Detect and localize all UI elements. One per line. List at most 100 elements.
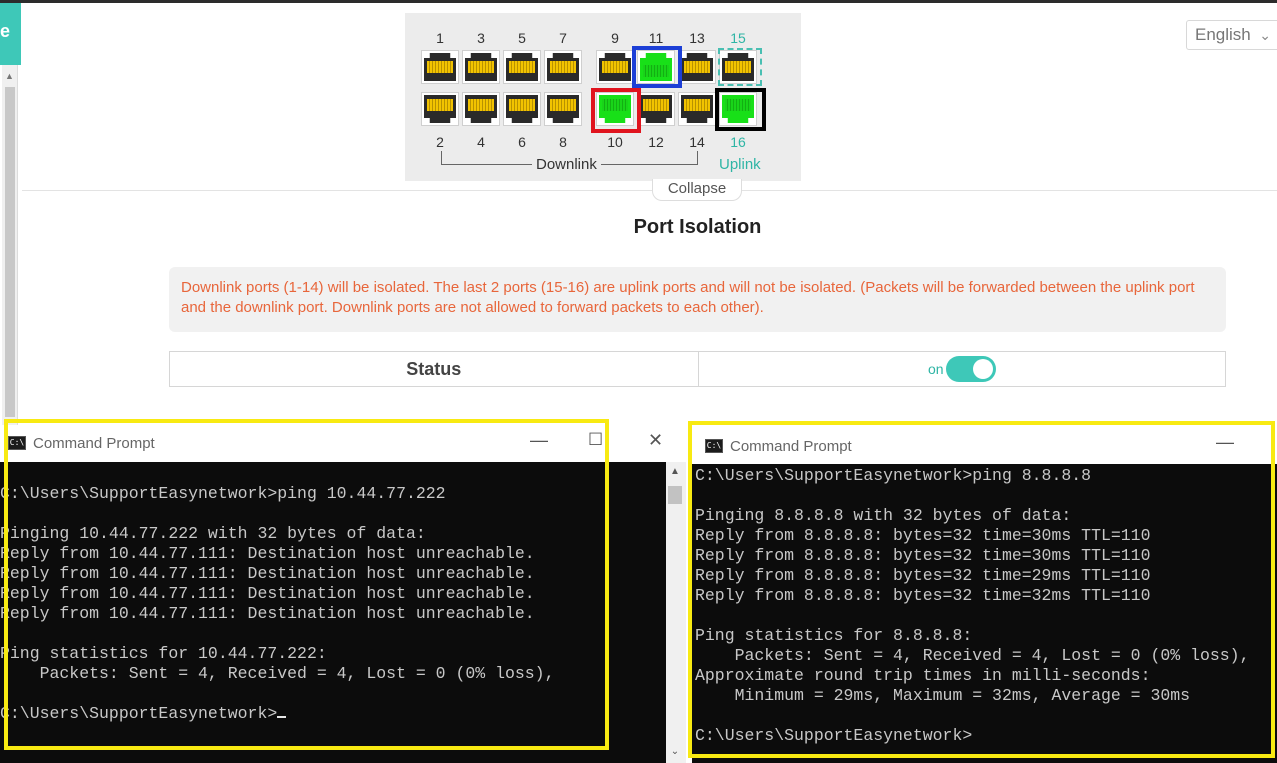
port-13[interactable]	[678, 50, 716, 84]
jack-pins	[602, 61, 628, 73]
minimize-icon[interactable]: —	[1216, 432, 1234, 452]
port-12[interactable]	[637, 92, 675, 126]
port-number-9: 9	[611, 30, 619, 46]
jack-pins	[509, 99, 535, 111]
port-11-highlight	[632, 46, 682, 88]
port-14[interactable]	[678, 92, 716, 126]
cmd-output-right[interactable]: C:\Users\SupportEasynetwork>ping 8.8.8.8…	[695, 466, 1250, 746]
cmd-line: Reply from 10.44.77.111: Destination hos…	[0, 544, 535, 563]
port-number-3: 3	[477, 30, 485, 46]
cmd-line: Reply from 8.8.8.8: bytes=32 time=32ms T…	[695, 586, 1151, 605]
port-7[interactable]	[544, 50, 582, 84]
cmd-line: Approximate round trip times in milli-se…	[695, 666, 1151, 685]
port-1[interactable]	[421, 50, 459, 84]
port-10-highlight	[591, 88, 641, 133]
jack-pins	[550, 99, 576, 111]
toggle-on-text: on	[927, 361, 944, 377]
cmd-window-right[interactable]: C:\ Command Prompt — C:\Users\SupportEas…	[692, 426, 1277, 763]
port-15[interactable]	[719, 50, 757, 84]
scroll-up-arrow-icon[interactable]: ▲	[5, 71, 14, 81]
cmd-line: Reply from 8.8.8.8: bytes=32 time=29ms T…	[695, 566, 1151, 585]
port-number-2: 2	[436, 134, 444, 150]
port-10[interactable]	[596, 92, 634, 126]
minimize-icon[interactable]: —	[530, 430, 548, 450]
cmd-scrollbar-left[interactable]: ▲ ⌄	[666, 462, 686, 763]
jack-pins	[643, 65, 669, 77]
scroll-up-icon[interactable]: ▲	[670, 466, 680, 477]
cmd-line: Minimum = 29ms, Maximum = 32ms, Average …	[695, 686, 1191, 705]
cmd-line: C:\Users\SupportEasynetwork>	[0, 704, 555, 724]
cmd-line: C:\Users\SupportEasynetwork>	[695, 726, 973, 745]
cmd-titlebar-right[interactable]: C:\ Command Prompt —	[692, 426, 1277, 464]
jack-pins	[427, 61, 453, 73]
left-highlight-frame	[4, 419, 609, 750]
language-value: English	[1195, 25, 1251, 44]
port-number-6: 6	[518, 134, 526, 150]
port-16[interactable]	[719, 92, 757, 126]
port-16-highlight	[715, 88, 766, 131]
jack-pins	[509, 61, 535, 73]
scrollbar-thumb[interactable]	[5, 87, 15, 417]
cmd-line: C:\Users\SupportEasynetwork>ping 10.44.7…	[0, 484, 446, 503]
port-3[interactable]	[462, 50, 500, 84]
cmd-scroll-thumb[interactable]	[668, 486, 682, 504]
jack-pins	[468, 61, 494, 73]
port-6[interactable]	[503, 92, 541, 126]
cmd-line: Reply from 8.8.8.8: bytes=32 time=30ms T…	[695, 526, 1151, 545]
section-divider	[22, 190, 1277, 191]
port-number-11: 11	[648, 30, 664, 46]
port-5[interactable]	[503, 50, 541, 84]
port-11[interactable]	[637, 50, 675, 84]
isolation-notice: Downlink ports (1-14) will be isolated. …	[169, 267, 1226, 332]
collapse-button[interactable]: Collapse	[652, 179, 742, 201]
jack-pins	[684, 61, 710, 73]
port-number-16: 16	[730, 134, 746, 150]
port-number-12: 12	[648, 134, 664, 150]
cmd-titlebar-left[interactable]: C:\ Command Prompt — ☐ ✕	[0, 426, 686, 462]
cmd-app-icon: C:\	[8, 436, 26, 450]
port-number-14: 14	[689, 134, 705, 150]
cmd-window-left[interactable]: C:\ Command Prompt — ☐ ✕ C:\Users\Suppor…	[0, 426, 686, 763]
status-table: Status on	[169, 351, 1226, 387]
cmd-line: Ping statistics for 10.44.77.222:	[0, 644, 327, 663]
port-number-7: 7	[559, 30, 567, 46]
jack-pins	[602, 99, 628, 111]
port-9[interactable]	[596, 50, 634, 84]
scroll-down-icon[interactable]: ⌄	[670, 746, 680, 757]
close-icon[interactable]: ✕	[648, 430, 664, 450]
port-number-10: 10	[607, 134, 623, 150]
port-2[interactable]	[421, 92, 459, 126]
brand-logo[interactable]: e	[0, 3, 21, 65]
cmd-line: Pinging 8.8.8.8 with 32 bytes of data:	[695, 506, 1072, 525]
status-label: Status	[406, 358, 462, 379]
jack-pins	[725, 61, 751, 73]
port-number-13: 13	[689, 30, 705, 46]
cmd-line: Ping statistics for 8.8.8.8:	[695, 626, 973, 645]
port-number-8: 8	[559, 134, 567, 150]
port-isolation-toggle[interactable]	[945, 356, 996, 382]
status-toggle-wrap[interactable]: on	[928, 356, 996, 382]
chevron-down-icon: ⌄	[1259, 27, 1271, 43]
cmd-line: Packets: Sent = 4, Received = 4, Lost = …	[695, 646, 1250, 665]
text-cursor	[277, 716, 287, 718]
port-4[interactable]	[462, 92, 500, 126]
page-scrollbar[interactable]: ▲	[2, 65, 18, 425]
maximize-icon[interactable]: ☐	[588, 430, 604, 449]
cmd-output-left[interactable]: C:\Users\SupportEasynetwork>ping 10.44.7…	[0, 484, 555, 724]
window-top-border	[0, 0, 1277, 3]
toggle-knob	[972, 359, 993, 379]
port-15-uplink-outline	[718, 48, 762, 86]
cmd-line: Reply from 8.8.8.8: bytes=32 time=30ms T…	[695, 546, 1151, 565]
cmd-line: C:\Users\SupportEasynetwork>ping 8.8.8.8	[695, 466, 1092, 485]
port-8[interactable]	[544, 92, 582, 126]
jack-pins	[643, 99, 669, 111]
jack-pins	[725, 99, 751, 111]
port-number-15: 15	[730, 30, 746, 46]
cmd-line: Packets: Sent = 4, Received = 4, Lost = …	[0, 664, 555, 683]
cmd-title-left: Command Prompt	[33, 435, 155, 452]
status-value-cell: on	[697, 352, 1226, 386]
port-number-4: 4	[477, 134, 485, 150]
jack-pins	[550, 61, 576, 73]
right-highlight-frame	[688, 421, 1275, 758]
language-select[interactable]: English ⌄	[1186, 20, 1277, 50]
